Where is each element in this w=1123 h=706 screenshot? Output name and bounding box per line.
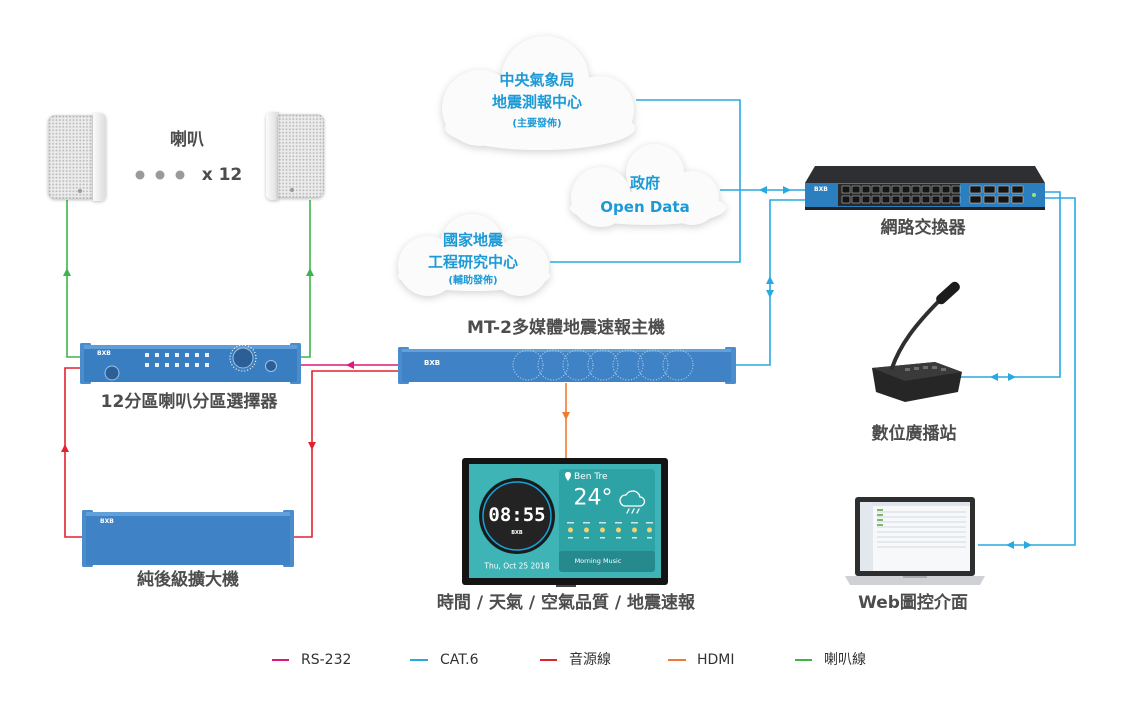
audio-line-host-to-amplifier <box>293 370 398 538</box>
arrow-right-icon <box>1008 373 1016 381</box>
arrow-left-icon <box>990 373 998 381</box>
speakers-label: 喇叭 <box>170 129 204 150</box>
microphone-icon <box>936 281 960 305</box>
speaker-line-left <box>66 200 80 358</box>
zone-selector-device: BXB <box>80 343 301 384</box>
knob <box>265 360 277 372</box>
zone-selector-brand: BXB <box>97 350 111 357</box>
cloud-ncree <box>398 214 550 296</box>
cat6-line-clouds <box>550 99 741 263</box>
cloud-ncree-line2: 工程研究中心 <box>428 253 518 271</box>
knob <box>104 365 120 381</box>
clock-brand: BXB <box>511 530 523 536</box>
cloud-ncree-line1: 國家地震 <box>443 231 504 249</box>
legend-label-speaker: 喇叭線 <box>824 652 866 668</box>
volume-knob <box>232 347 254 369</box>
display-date: Thu, Oct 25 2018 <box>483 562 549 571</box>
network-switch-device: BXB <box>805 166 1045 210</box>
arrow-right-icon <box>1024 541 1032 549</box>
speaker-grille <box>278 114 324 198</box>
now-playing: Morning Music <box>575 557 622 565</box>
arrow-left-icon <box>346 361 354 369</box>
location-pin-icon <box>565 472 571 481</box>
speaker-side-panel <box>93 113 106 201</box>
speaker-logo <box>78 189 82 193</box>
cat6-line-switch-to-broadcast <box>960 191 1061 378</box>
speaker-line-right <box>300 200 311 358</box>
amplifier-label: 純後級擴大機 <box>137 569 239 590</box>
switch-ports <box>841 185 1024 204</box>
arrow-right-icon <box>783 186 791 194</box>
zone-selector-label: 12分區喇叭分區選擇器 <box>101 391 279 412</box>
legend-label-cat6: CAT.6 <box>440 652 479 668</box>
now-playing-bar <box>559 551 655 572</box>
volume-knob-ring <box>229 344 257 372</box>
amplifier-brand: BXB <box>100 518 114 525</box>
display-label: 時間 / 天氣 / 空氣品質 / 地震速報 <box>437 592 696 613</box>
weather-panel <box>559 469 655 572</box>
host-device: BXB <box>398 347 736 384</box>
ellipsis-dots <box>135 170 185 180</box>
arrow-down-icon <box>562 412 570 420</box>
arrow-left-icon <box>759 186 767 194</box>
cloud-open-data <box>570 144 726 227</box>
cloud-open-data-line2: Open Data <box>600 198 689 216</box>
switch-brand: BXB <box>814 186 828 193</box>
legend-label-hdmi: HDMI <box>697 652 735 668</box>
cloud-cwb-line2: 地震測報中心 <box>492 93 582 111</box>
legend-label-audio: 音源線 <box>569 651 611 668</box>
amplifier-device: BXB <box>82 510 294 567</box>
status-led <box>1032 193 1036 197</box>
speaker-right <box>266 112 324 200</box>
host-decor-pattern <box>512 349 694 381</box>
speakers-count: x 12 <box>202 165 243 185</box>
weather-city: Ben Tre <box>574 472 608 482</box>
arrow-down-icon <box>766 290 774 298</box>
cloud-cwb <box>442 36 635 150</box>
arrow-left-icon <box>1006 541 1014 549</box>
cloud-ncree-note: (輔助發佈) <box>448 274 497 287</box>
arrow-up-icon <box>306 268 314 276</box>
arrow-up-icon <box>63 268 71 276</box>
audio-line-amplifier-to-selector <box>64 367 82 538</box>
speaker-grille <box>48 115 94 199</box>
host-brand: BXB <box>424 359 440 367</box>
gooseneck <box>890 298 942 370</box>
weather-temperature: 24° <box>574 486 613 511</box>
switch-label: 網路交換器 <box>881 217 967 238</box>
cloud-rain-icon <box>619 490 646 514</box>
host-label: MT-2多媒體地震速報主機 <box>467 317 665 338</box>
cloud-cwb-note: (主要發佈) <box>512 117 561 130</box>
broadcast-station-label: 數位廣播站 <box>872 423 957 444</box>
speaker-side-panel <box>266 112 279 200</box>
arrow-down-icon <box>308 442 316 450</box>
cloud-open-data-line1: 政府 <box>630 174 660 192</box>
broadcast-station-device <box>872 281 962 402</box>
zone-buttons <box>145 353 209 367</box>
legend-label-rs232: RS-232 <box>301 652 351 668</box>
forecast-row <box>567 522 653 539</box>
clock-face <box>482 481 552 551</box>
speaker-logo <box>290 188 294 192</box>
web-ui-screen <box>860 502 970 571</box>
web-interface-label: Web圖控介面 <box>858 592 968 613</box>
arrow-up-icon <box>61 444 69 452</box>
legend: RS-232 CAT.6 音源線 HDMI 喇叭線 <box>272 651 866 668</box>
cloud-cwb-line1: 中央氣象局 <box>499 71 574 89</box>
speaker-left <box>48 113 106 201</box>
display-monitor: 08:55 BXB Thu, Oct 25 2018 Ben Tre 24° <box>462 458 668 587</box>
clock-time: 08:55 <box>488 504 545 526</box>
arrow-up-icon <box>766 276 774 284</box>
laptop-device <box>845 497 985 585</box>
